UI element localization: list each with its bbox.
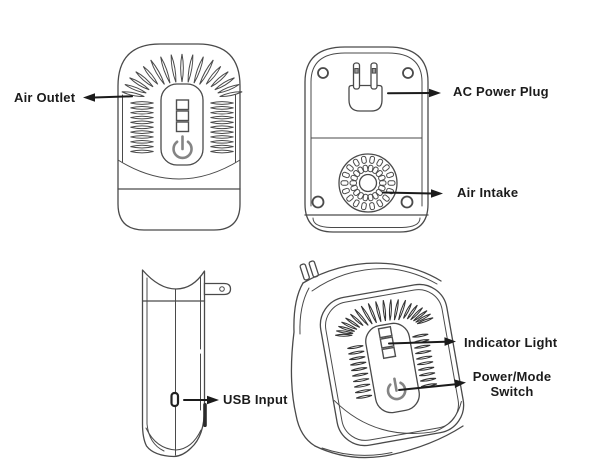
side-view xyxy=(141,269,232,458)
callout-power-mode-switch: Power/Mode Switch xyxy=(462,369,562,399)
front-view xyxy=(117,43,243,231)
persp-base-inner xyxy=(321,447,393,456)
air-intake-arrowhead xyxy=(431,189,443,198)
front-body-outline xyxy=(117,43,241,231)
side-left-inner xyxy=(146,277,165,452)
front-shell-seam xyxy=(117,159,241,180)
air-intake-fan xyxy=(338,153,398,213)
air-intake-arrow xyxy=(382,191,433,195)
callout-air-intake: Air Intake xyxy=(457,185,519,200)
ac-power-plug-arrowhead xyxy=(429,88,441,98)
persp-left-bevel xyxy=(299,287,310,335)
persp-face-bevel xyxy=(325,289,459,441)
persp-left-side xyxy=(290,282,316,447)
power-icon xyxy=(172,135,193,160)
persp-face-outline xyxy=(319,283,465,447)
callout-usb-input: USB Input xyxy=(223,392,288,407)
callout-power-mode-line1: Power/Mode xyxy=(472,369,552,384)
persp-top-bevel xyxy=(311,268,438,292)
usb-port xyxy=(170,391,180,408)
side-plug-prong xyxy=(203,282,232,296)
persp-front-face xyxy=(319,283,465,447)
perspective-view xyxy=(290,260,465,459)
screw-top-right xyxy=(402,67,414,79)
indicator-lights-icon xyxy=(175,99,190,133)
back-view xyxy=(304,46,429,233)
screw-top-left xyxy=(317,67,329,79)
indicator-light-arrowhead xyxy=(444,337,456,346)
callout-air-outlet: Air Outlet xyxy=(14,90,76,105)
plug-prong-right xyxy=(370,62,378,90)
side-edge-detail xyxy=(203,403,207,427)
callout-power-mode-line2: Switch xyxy=(490,384,534,399)
screw-bottom-left xyxy=(311,195,325,209)
persp-base-seam xyxy=(333,400,462,434)
usb-input-arrowhead xyxy=(207,395,219,405)
power-mode-arrow xyxy=(398,383,457,391)
ac-plug xyxy=(348,62,383,112)
side-body-outline xyxy=(141,269,206,458)
screw-bottom-right xyxy=(400,195,414,209)
air-outlet-vents xyxy=(121,53,243,154)
callout-ac-power-plug: AC Power Plug xyxy=(453,84,549,99)
persp-power-icon xyxy=(386,377,407,401)
air-outlet-arrow xyxy=(93,95,133,99)
persp-control-panel xyxy=(365,322,420,414)
back-body-outline xyxy=(304,46,429,233)
persp-back-shell xyxy=(302,262,442,284)
persp-vents xyxy=(335,299,438,399)
power-mode-arrowhead xyxy=(454,379,466,388)
callout-indicator-light: Indicator Light xyxy=(464,335,558,350)
plug-prong-left xyxy=(352,62,361,90)
indicator-light-arrow xyxy=(388,340,446,345)
persp-plug-prongs xyxy=(299,260,319,281)
back-inner-border xyxy=(310,52,423,207)
persp-indicator-lights-icon xyxy=(377,325,397,360)
persp-base xyxy=(314,425,464,459)
back-base-inner xyxy=(312,217,421,228)
callout-arrows xyxy=(83,88,466,405)
air-outlet-arrowhead xyxy=(83,93,95,102)
